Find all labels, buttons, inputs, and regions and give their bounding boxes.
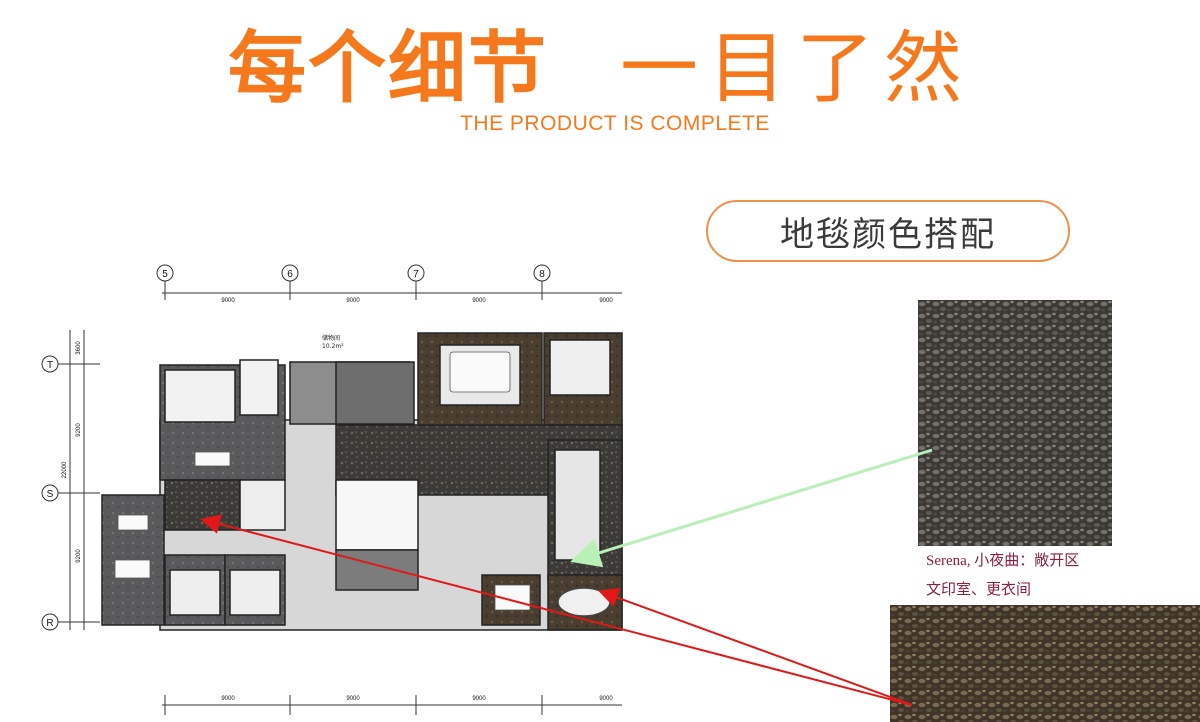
- dim-top: 9000: [221, 298, 235, 304]
- carpet-swatch-brown: [890, 605, 1200, 722]
- dim-left: 9200: [76, 549, 82, 563]
- dim-top: 9000: [599, 298, 613, 304]
- room-area: 10.2m²: [322, 343, 344, 350]
- grid-col-label: 8: [539, 269, 545, 280]
- hero-title-right: 一目了然: [620, 24, 973, 114]
- grid-col-label: 7: [413, 269, 419, 280]
- hero-title-left: 每个细节: [227, 24, 548, 114]
- grid-row-label: S: [47, 489, 54, 500]
- hero-title: 每个细节 一目了然: [0, 12, 1200, 114]
- dim-top: 9000: [346, 298, 360, 304]
- dim-bottom: 9000: [221, 696, 235, 702]
- room-label: 储物间: [322, 334, 340, 342]
- dim-left: 22000: [62, 461, 68, 478]
- hero-subtitle: THE PRODUCT IS COMPLETE: [460, 112, 770, 135]
- dim-top: 9000: [472, 298, 486, 304]
- grid-col-label: 6: [287, 269, 293, 280]
- grid-columns: [156, 264, 622, 300]
- carpet-caption-line2: 文印室、更衣间: [926, 582, 1032, 598]
- grid-row-label: R: [46, 618, 53, 629]
- dim-bottom: 9000: [472, 696, 486, 702]
- carpet-caption-line1: Serena, 小夜曲：敞开区: [926, 553, 1080, 569]
- grid-row-label: T: [47, 360, 53, 371]
- dim-left: 9200: [76, 423, 82, 437]
- grid-col-label: 5: [162, 269, 168, 280]
- dim-bottom: 9000: [599, 696, 613, 702]
- dim-bottom: 9000: [346, 696, 360, 702]
- carpet-color-pill: 地毯颜色搭配: [706, 200, 1070, 262]
- dim-left: 3600: [76, 341, 82, 355]
- carpet-swatch-dark: [918, 300, 1112, 546]
